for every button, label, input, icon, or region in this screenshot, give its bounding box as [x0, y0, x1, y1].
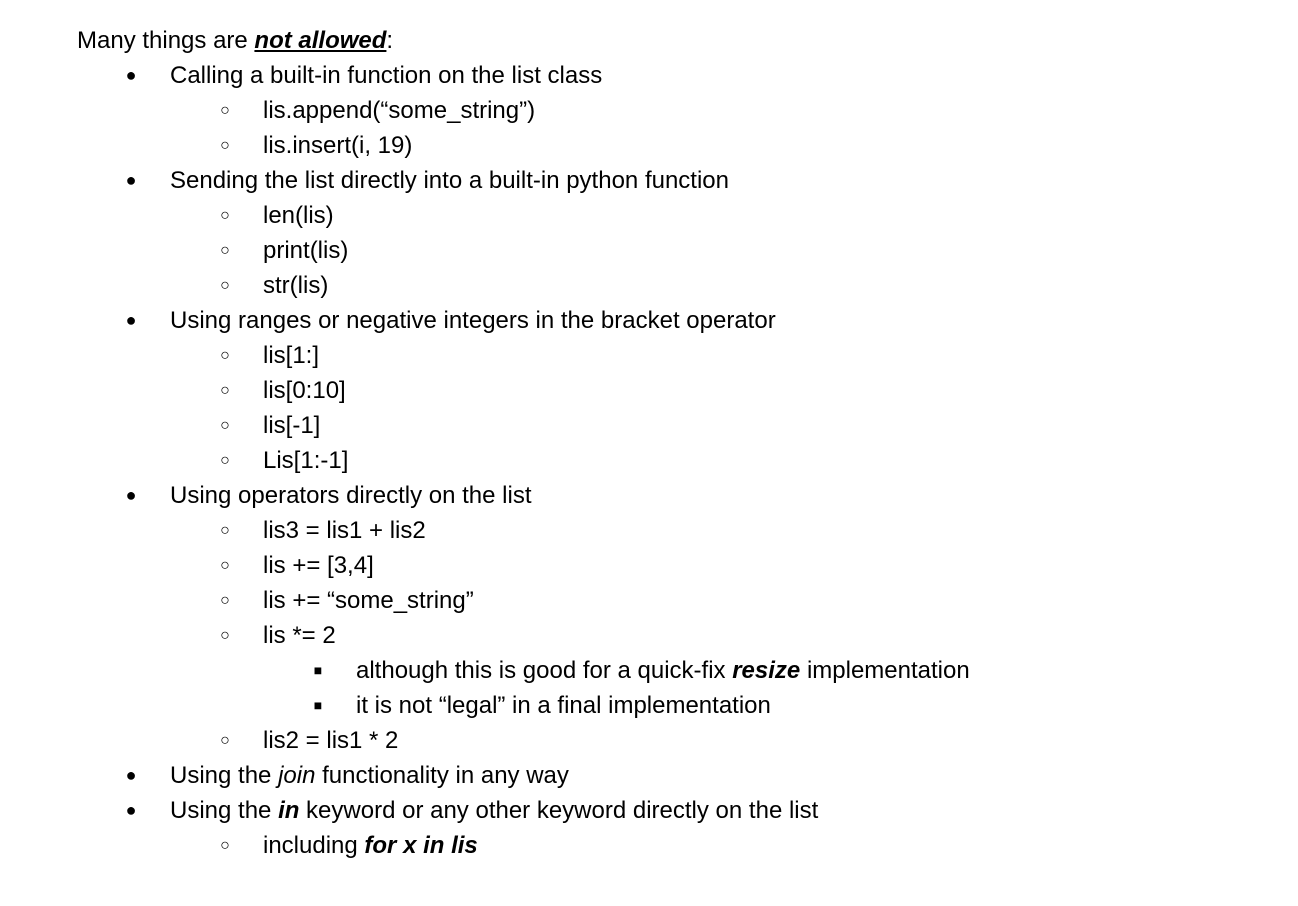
disc-bullet-icon: ● [125, 800, 137, 820]
sub-list-item: lis *= 2 [263, 622, 336, 649]
disc-bullet-icon: ● [125, 485, 137, 505]
sub-list-item: lis3 = lis1 + lis2 [263, 517, 426, 544]
sub-list-item: lis[-1] [263, 412, 321, 439]
disc-bullet-icon: ● [125, 765, 137, 785]
sub-list-item: len(lis) [263, 202, 334, 229]
sub-list-item: lis += [3,4] [263, 552, 374, 579]
heading-prefix: Many things are [77, 27, 255, 54]
item-suffix: keyword or any other keyword directly on… [299, 797, 819, 824]
item-emphasis: join [278, 762, 316, 789]
disc-bullet-icon: ● [125, 170, 137, 190]
nested-list-item: although this is good for a quick-fix re… [356, 653, 970, 688]
list-item: Using the join functionality in any way [170, 758, 569, 793]
disc-bullet-icon: ● [125, 310, 137, 330]
circle-bullet-icon: ○ [220, 102, 230, 119]
item-prefix: Using the [170, 797, 279, 824]
circle-bullet-icon: ○ [220, 417, 230, 434]
sub-list-item: lis[0:10] [263, 377, 346, 404]
circle-bullet-icon: ○ [220, 207, 230, 224]
sub-list-item: Lis[1:-1] [263, 447, 349, 474]
list-item: Using ranges or negative integers in the… [170, 307, 776, 334]
square-bullet-icon: ■ [313, 697, 323, 713]
circle-bullet-icon: ○ [220, 277, 230, 294]
heading-suffix: : [386, 27, 394, 54]
circle-bullet-icon: ○ [220, 347, 230, 364]
circle-bullet-icon: ○ [220, 137, 230, 154]
circle-bullet-icon: ○ [220, 522, 230, 539]
disc-bullet-icon: ● [125, 65, 137, 85]
circle-bullet-icon: ○ [220, 242, 230, 259]
list-item: Using the in keyword or any other keywor… [170, 793, 818, 828]
circle-bullet-icon: ○ [220, 732, 230, 749]
list-item: Sending the list directly into a built-i… [170, 167, 729, 194]
square-bullet-icon: ■ [313, 662, 323, 678]
item-prefix: Using the [170, 762, 279, 789]
sub-list-item: str(lis) [263, 272, 329, 299]
heading: Many things are not allowed: [77, 23, 393, 58]
sub-list-item: lis.append(“some_string”) [263, 97, 536, 124]
sub-list-item: lis[1:] [263, 342, 320, 369]
circle-bullet-icon: ○ [220, 557, 230, 574]
circle-bullet-icon: ○ [220, 452, 230, 469]
nested-item-prefix: although this is good for a quick-fix [356, 657, 733, 684]
circle-bullet-icon: ○ [220, 627, 230, 644]
nested-item-suffix: implementation [800, 657, 970, 684]
sub-list-item: lis2 = lis1 * 2 [263, 727, 399, 754]
circle-bullet-icon: ○ [220, 382, 230, 399]
sub-list-item: lis.insert(i, 19) [263, 132, 413, 159]
sub-item-emphasis: for x in lis [364, 832, 478, 859]
circle-bullet-icon: ○ [220, 837, 230, 854]
list-item: Using operators directly on the list [170, 482, 532, 509]
item-suffix: functionality in any way [315, 762, 569, 789]
nested-list-item: it is not “legal” in a final implementat… [356, 692, 771, 719]
sub-list-item: lis += “some_string” [263, 587, 474, 614]
item-emphasis: in [278, 797, 300, 824]
nested-item-emphasis: resize [732, 657, 801, 684]
sub-item-prefix: including [263, 832, 365, 859]
sub-list-item: print(lis) [263, 237, 349, 264]
heading-emphasis: not allowed [254, 27, 387, 54]
circle-bullet-icon: ○ [220, 592, 230, 609]
list-item: Calling a built-in function on the list … [170, 62, 603, 89]
sub-list-item: including for x in lis [263, 828, 478, 863]
